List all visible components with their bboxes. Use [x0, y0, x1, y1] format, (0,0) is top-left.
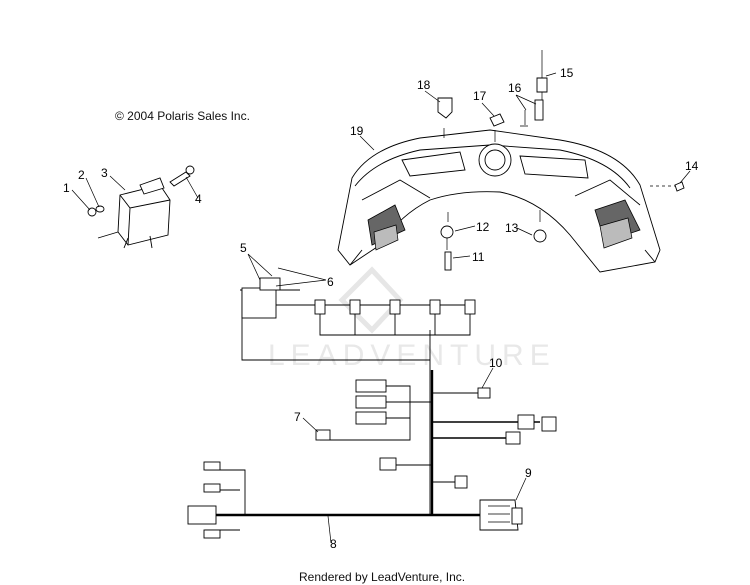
callout-labels: 1 2 3 4 5 6 7 8 9 10 11 12 13 14 15 16 1…	[63, 66, 699, 551]
callout-15: 15	[560, 66, 574, 80]
small-parts	[437, 50, 685, 271]
callout-18: 18	[417, 78, 431, 92]
callout-8: 8	[330, 537, 337, 551]
callout-4: 4	[195, 192, 202, 206]
control-module-assembly	[87, 165, 195, 249]
callout-17: 17	[473, 89, 487, 103]
callout-14: 14	[685, 159, 699, 173]
callout-19: 19	[350, 124, 364, 138]
dash-pod	[337, 129, 661, 273]
callout-3: 3	[101, 166, 108, 180]
callout-11: 11	[472, 250, 485, 264]
watermark-text: LEADVENTURE	[268, 339, 556, 372]
copyright-text: © 2004 Polaris Sales Inc.	[115, 109, 250, 123]
callout-7: 7	[294, 410, 301, 424]
callout-13: 13	[505, 221, 519, 235]
leader-lines	[71, 72, 691, 544]
callout-10: 10	[489, 356, 503, 370]
callout-9: 9	[525, 466, 532, 480]
callout-12: 12	[476, 220, 490, 234]
callout-1: 1	[63, 181, 70, 195]
callout-16: 16	[508, 81, 522, 95]
wiring-harness	[187, 277, 557, 539]
callout-6: 6	[327, 275, 334, 289]
callout-5: 5	[240, 241, 247, 255]
watermark-logo: LEADVENTURE	[268, 266, 556, 372]
footer-credit: Rendered by LeadVenture, Inc.	[299, 570, 465, 584]
callout-2: 2	[78, 168, 85, 182]
